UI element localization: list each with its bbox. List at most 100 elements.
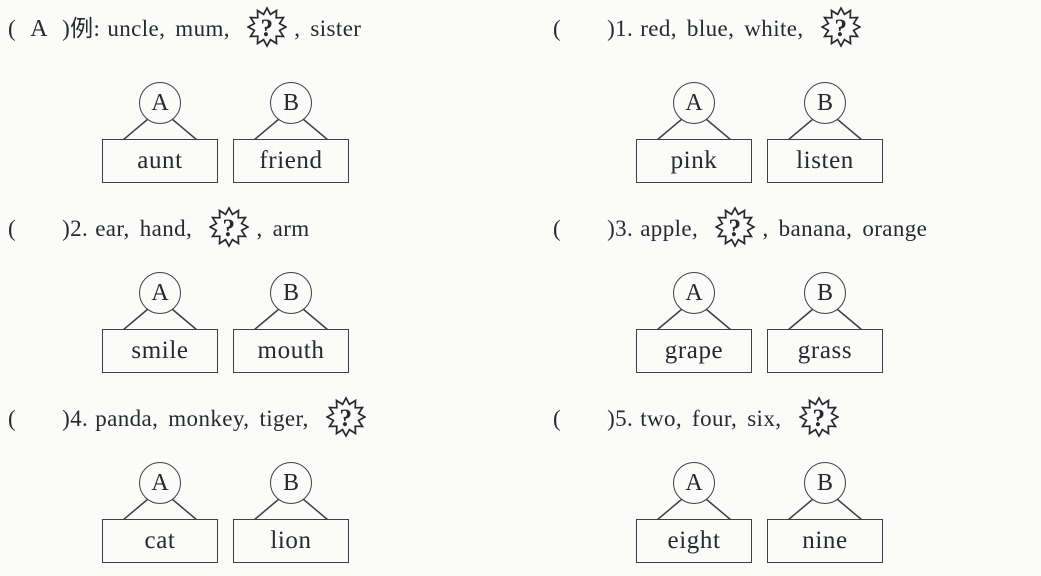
option-choice[interactable]: B listen — [767, 82, 883, 183]
close-paren: ) — [607, 216, 616, 241]
option-letter-circle: A — [139, 462, 181, 504]
option-choice[interactable]: B mouth — [233, 272, 349, 373]
question-header: ()1.red,blue,white, ? — [553, 5, 1041, 49]
comma: , — [243, 406, 250, 431]
option-letter-circle: B — [804, 462, 846, 504]
word: white — [744, 16, 798, 41]
option-word-box: pink — [636, 139, 752, 183]
option-word-box: lion — [233, 519, 349, 563]
comma: , — [152, 406, 159, 431]
option-word: aunt — [137, 147, 183, 174]
option-word: grass — [797, 337, 853, 364]
close-paren: ) — [62, 16, 71, 41]
option-letter: A — [151, 469, 169, 496]
word: sister — [310, 16, 362, 41]
open-paren: ( — [553, 216, 562, 241]
option-letter-circle: A — [673, 82, 715, 124]
open-paren: ( — [8, 216, 17, 241]
word: six — [747, 406, 776, 431]
question-number: 1. — [615, 16, 634, 41]
option-word: nine — [802, 527, 848, 554]
option-letter: A — [151, 89, 169, 116]
question-mark-glyph: ? — [729, 215, 742, 242]
word: apple — [640, 216, 692, 241]
question-number: 例: — [70, 16, 101, 41]
word-list: uncle,mum, ? ,sister — [107, 6, 362, 48]
answer-blank[interactable]: A — [30, 16, 48, 42]
option-letter-circle: B — [804, 82, 846, 124]
question-number: 2. — [70, 216, 89, 241]
comma: , — [728, 16, 735, 41]
option-letter-circle: A — [139, 272, 181, 314]
option-choice[interactable]: B friend — [233, 82, 349, 183]
option-word-box: aunt — [102, 139, 218, 183]
word: hand — [139, 216, 187, 241]
question-item: (A)例:uncle,mum, ? ,sister A aunt B frien… — [0, 0, 520, 190]
word: orange — [862, 216, 928, 241]
word: tiger — [259, 406, 303, 431]
option-word: grape — [664, 337, 724, 364]
option-word: pink — [670, 147, 718, 174]
comma: , — [675, 406, 683, 431]
option-choice[interactable]: A aunt — [102, 82, 218, 183]
word: uncle — [107, 16, 160, 41]
comma: , — [731, 406, 738, 431]
comma: , — [775, 406, 782, 431]
option-word-box: grape — [636, 329, 752, 373]
option-word-box: grass — [767, 329, 883, 373]
option-choice[interactable]: A grape — [636, 272, 752, 373]
open-paren: ( — [8, 16, 17, 41]
comma: , — [294, 16, 301, 41]
question-mark-burst-icon: ? — [325, 395, 366, 439]
option-diagram: A pink B listen — [636, 82, 1041, 183]
question-number: 5. — [615, 406, 634, 431]
question-item: ()4.panda,monkey,tiger, ? A cat B lion — [0, 380, 520, 576]
option-letter: B — [282, 279, 299, 306]
option-letter-circle: B — [270, 82, 312, 124]
question-mark-burst-icon: ? — [247, 5, 288, 49]
option-word-box: listen — [767, 139, 883, 183]
question-number: 3. — [615, 216, 634, 241]
option-choice[interactable]: A eight — [636, 462, 752, 563]
option-letter: B — [282, 469, 299, 496]
option-word: lion — [270, 527, 312, 554]
option-word-box: nine — [767, 519, 883, 563]
option-choice[interactable]: B lion — [233, 462, 349, 563]
option-word: friend — [259, 147, 323, 174]
open-paren: ( — [553, 406, 562, 431]
word: two — [640, 406, 676, 431]
word-list: ear,hand, ? ,arm — [95, 206, 309, 248]
option-diagram: A cat B lion — [102, 462, 520, 563]
comma: , — [797, 16, 804, 41]
word: mum — [175, 16, 224, 41]
option-diagram: A grape B grass — [636, 272, 1041, 373]
question-mark-glyph: ? — [223, 215, 236, 242]
open-paren: ( — [553, 16, 562, 41]
close-paren: ) — [62, 216, 71, 241]
comma: , — [302, 406, 309, 431]
option-choice[interactable]: A pink — [636, 82, 752, 183]
option-choice[interactable]: B grass — [767, 272, 883, 373]
question-header: (A)例:uncle,mum, ? ,sister — [8, 5, 520, 49]
option-word-box: mouth — [233, 329, 349, 373]
word: banana — [778, 216, 847, 241]
question-mark-glyph: ? — [834, 15, 847, 42]
option-word-box: friend — [233, 139, 349, 183]
comma: , — [670, 16, 677, 41]
option-choice[interactable]: B nine — [767, 462, 883, 563]
word: four — [692, 406, 732, 431]
question-mark-glyph: ? — [812, 405, 825, 432]
option-choice[interactable]: A cat — [102, 462, 218, 563]
option-letter: B — [816, 469, 833, 496]
question-mark-burst-icon: ? — [798, 395, 839, 439]
question-header: ()4.panda,monkey,tiger, ? — [8, 395, 520, 439]
option-letter-circle: A — [673, 272, 715, 314]
comma: , — [159, 16, 166, 41]
option-letter: A — [685, 89, 703, 116]
option-choice[interactable]: A smile — [102, 272, 218, 373]
question-mark-burst-icon: ? — [209, 205, 250, 249]
question-header: ()5.two,four,six, ? — [553, 395, 1041, 439]
question-header: ()2.ear,hand, ? ,arm — [8, 205, 520, 249]
